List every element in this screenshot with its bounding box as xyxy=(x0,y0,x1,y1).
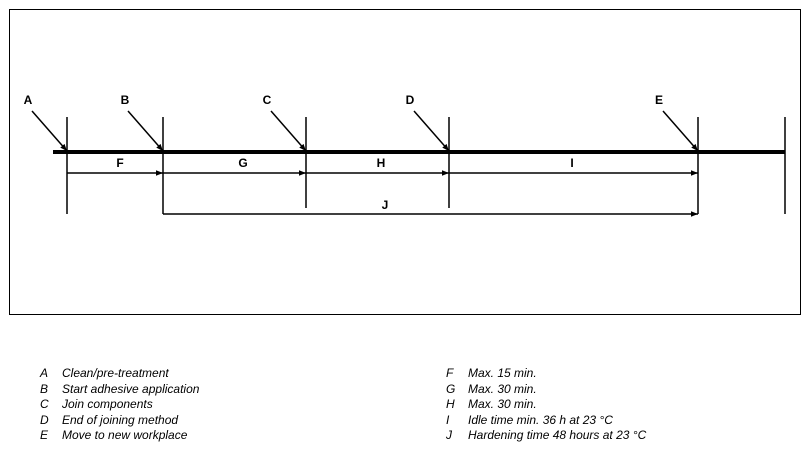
legend-key: F xyxy=(446,366,454,380)
legend-row: A Clean/pre-treatment xyxy=(40,366,199,382)
legend-text: End of joining method xyxy=(62,412,179,427)
legend-row: G Max. 30 min. xyxy=(446,382,646,398)
legend-key: G xyxy=(446,381,456,396)
legend-row: B Start adhesive application xyxy=(40,382,199,398)
legend-text: Max. 30 min. xyxy=(468,381,537,396)
legend-text: Max. 30 min. xyxy=(468,397,537,411)
interval-label-f: F xyxy=(116,156,123,170)
legend-text: Max. 15 min. xyxy=(468,366,537,380)
interval-label-g: G xyxy=(238,156,247,170)
pointer-c xyxy=(270,110,307,152)
legend-text: Hardening time 48 hours at 23 °C xyxy=(468,428,647,442)
pointer-d xyxy=(413,110,450,152)
legend-key: D xyxy=(40,412,49,427)
legend-row: F Max. 15 min. xyxy=(446,366,646,382)
legend-text: Idle time min. 36 h at 23 °C xyxy=(468,412,613,427)
interval-label-h: H xyxy=(377,156,386,170)
legend-intervals: F Max. 15 min. G Max. 30 min. H Max. 30 … xyxy=(446,366,646,444)
point-label-c: C xyxy=(263,93,272,107)
legend-key: H xyxy=(446,397,455,411)
legend-row: I Idle time min. 36 h at 23 °C xyxy=(446,413,646,429)
timeline-diagram: A B C D E F G H I J xyxy=(24,93,786,217)
interval-label-i: I xyxy=(570,156,573,170)
legend-key: B xyxy=(40,381,49,396)
legend-text: Start adhesive application xyxy=(62,381,200,396)
legend-key: C xyxy=(40,397,49,411)
diagram-frame: A B C D E F G H I J xyxy=(9,9,801,315)
legend-points: A Clean/pre-treatment B Start adhesive a… xyxy=(40,366,199,444)
pointer-e xyxy=(662,110,699,152)
legend-row: H Max. 30 min. xyxy=(446,397,646,413)
point-label-e: E xyxy=(655,93,663,107)
legend-row: J Hardening time 48 hours at 23 °C xyxy=(446,428,646,444)
legend-key: J xyxy=(446,428,452,442)
interval-label-j: J xyxy=(382,198,389,212)
point-label-d: D xyxy=(406,93,415,107)
legend-text: Move to new workplace xyxy=(62,428,188,442)
pointer-b xyxy=(127,110,164,152)
legend-key: A xyxy=(40,366,49,380)
legend-key: E xyxy=(40,428,49,442)
legend-row: E Move to new workplace xyxy=(40,428,199,444)
point-label-b: B xyxy=(121,93,130,107)
legend-text: Clean/pre-treatment xyxy=(62,366,169,380)
pointer-a xyxy=(31,110,68,152)
legend-row: D End of joining method xyxy=(40,413,199,429)
legend-row: C Join components xyxy=(40,397,199,413)
legend-text: Join components xyxy=(62,397,153,411)
legend-key: I xyxy=(446,412,450,427)
point-label-a: A xyxy=(24,93,33,107)
